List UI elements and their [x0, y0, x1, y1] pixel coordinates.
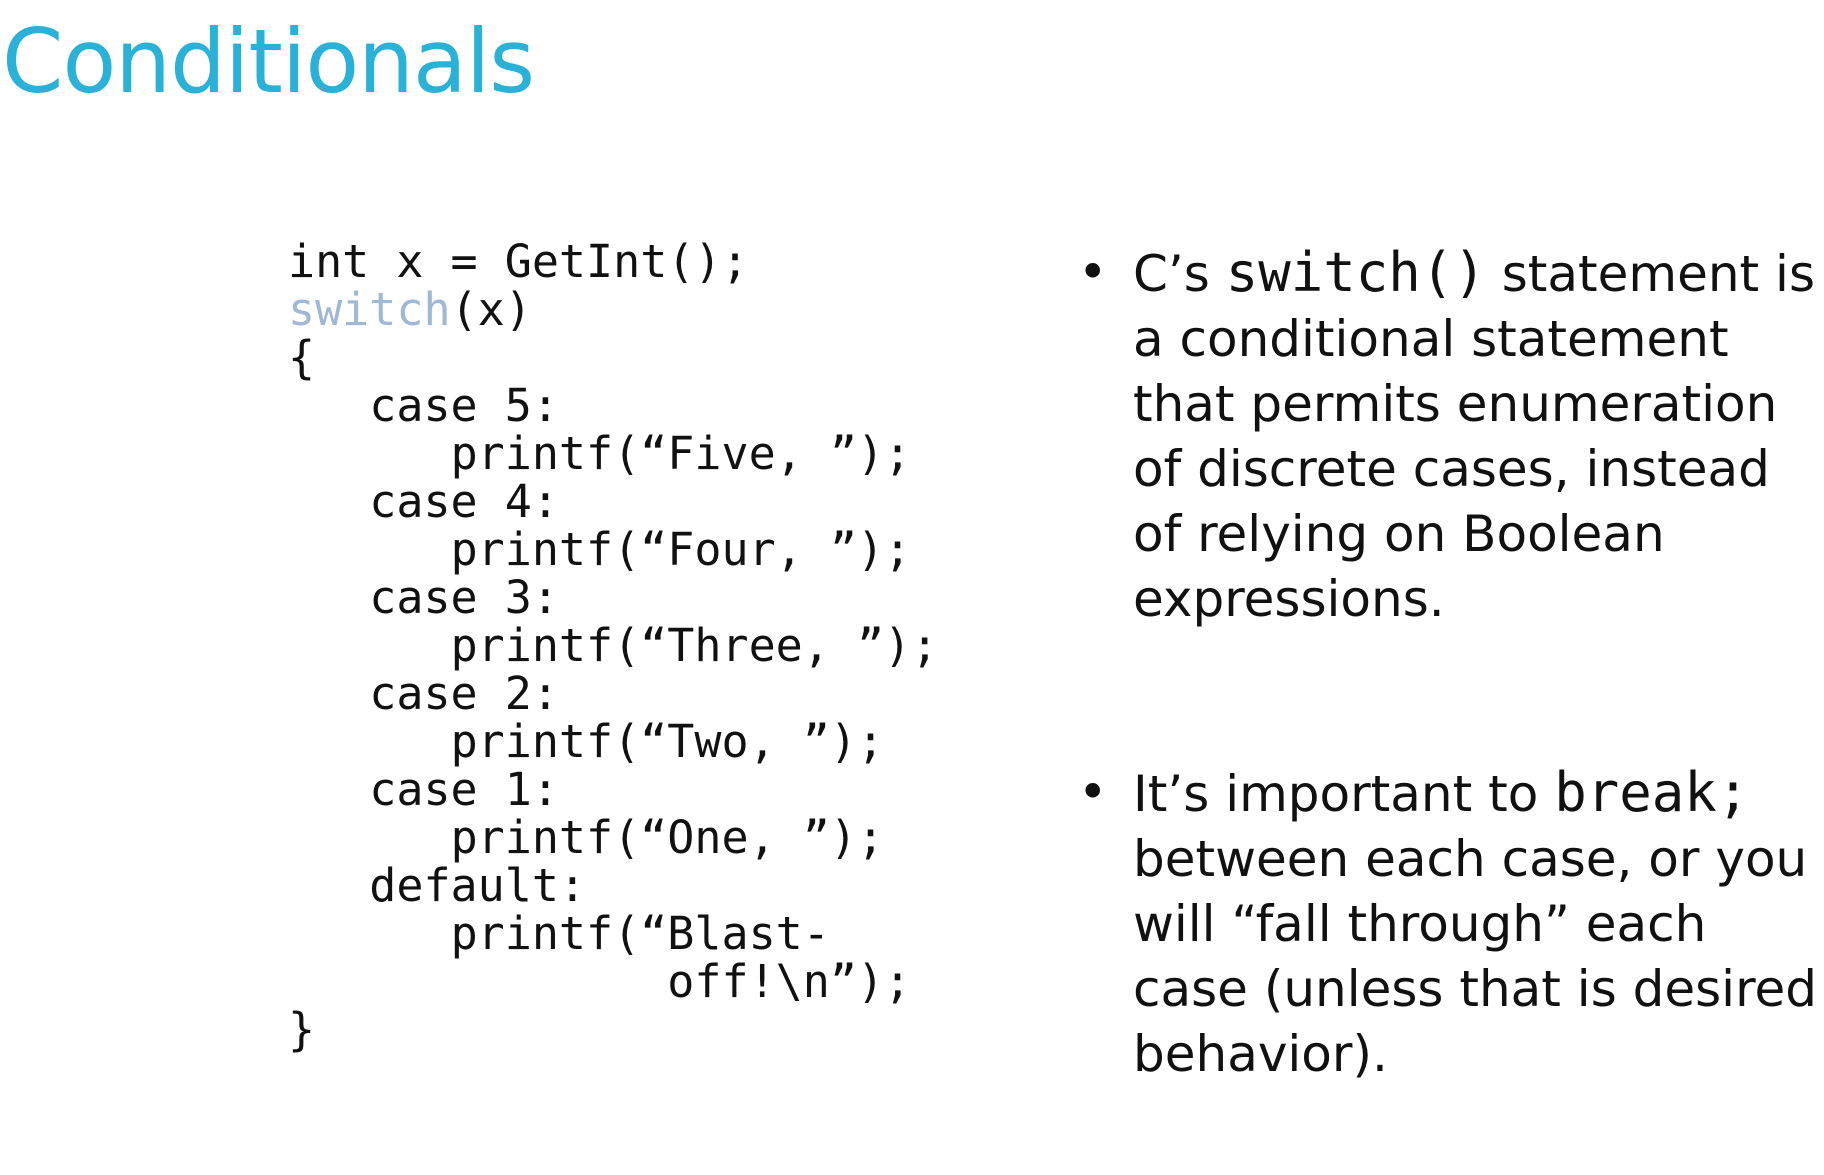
- code-line: switch(x): [288, 286, 938, 334]
- bullet-break-statement: It’s important to break; between each ca…: [1078, 760, 1818, 1087]
- code-text: int x = GetInt();: [288, 235, 749, 288]
- code-block: int x = GetInt();switch(x){ case 5: prin…: [288, 238, 938, 1054]
- code-line: }: [288, 1006, 938, 1054]
- code-line: case 4:: [288, 478, 938, 526]
- code-line: default:: [288, 862, 938, 910]
- code-indent: [288, 619, 451, 672]
- code-text: case 5:: [369, 379, 559, 432]
- code-line: printf(“Three, ”);: [288, 619, 939, 672]
- code-indent: [288, 907, 451, 960]
- bullet-text: C’s: [1133, 245, 1226, 303]
- code-line: case 1:: [288, 766, 938, 814]
- code-indent: [288, 811, 451, 864]
- code-keyword: switch: [288, 283, 451, 336]
- inline-code: break;: [1554, 761, 1750, 824]
- code-indent: [288, 955, 667, 1008]
- code-line: case 2:: [288, 670, 938, 718]
- code-line: printf(“One, ”);: [288, 814, 938, 862]
- code-text: printf(“Three, ”);: [450, 619, 939, 672]
- code-line: int x = GetInt();: [288, 238, 938, 286]
- code-indent: [288, 475, 369, 528]
- code-text: case 1:: [369, 763, 559, 816]
- code-line: printf(“Two, ”);: [288, 718, 938, 766]
- bullet-switch-statement: C’s switch() statement is a conditional …: [1078, 240, 1818, 632]
- code-text: (x): [450, 283, 532, 336]
- code-line: {: [288, 334, 938, 382]
- bullet-text: It’s important to: [1133, 765, 1555, 823]
- code-text: case 3:: [369, 571, 559, 624]
- code-text: case 2:: [369, 667, 559, 720]
- code-indent: [288, 763, 369, 816]
- code-line: printf(“Five, ”);: [288, 430, 938, 478]
- code-text: }: [288, 1003, 316, 1056]
- code-line: case 3:: [288, 574, 938, 622]
- code-text: printf(“Four, ”);: [450, 523, 912, 576]
- bullet-text: between each case, or you will “fall thr…: [1133, 830, 1818, 1083]
- code-text: off!\n”);: [667, 955, 912, 1008]
- code-text: printf(“Five, ”);: [450, 427, 912, 480]
- code-line: printf(“Blast-: [288, 910, 938, 958]
- code-text: case 4:: [369, 475, 559, 528]
- code-text: printf(“Two, ”);: [450, 715, 885, 768]
- code-indent: [288, 379, 369, 432]
- code-indent: [288, 523, 451, 576]
- code-text: printf(“One, ”);: [450, 811, 885, 864]
- code-line: printf(“Four, ”);: [288, 526, 938, 574]
- bullet-text: statement is a conditional statement tha…: [1133, 245, 1815, 628]
- code-text: default:: [369, 859, 587, 912]
- code-text: printf(“Blast-: [450, 907, 830, 960]
- code-indent: [288, 859, 369, 912]
- slide-title: Conditionals: [2, 10, 535, 113]
- code-indent: [288, 571, 369, 624]
- code-line: off!\n”);: [288, 958, 938, 1006]
- code-indent: [288, 667, 369, 720]
- code-indent: [288, 427, 451, 480]
- code-indent: [288, 715, 451, 768]
- bullet-list: C’s switch() statement is a conditional …: [1078, 240, 1818, 1087]
- code-line: case 5:: [288, 382, 938, 430]
- code-text: {: [288, 331, 316, 384]
- inline-code: switch(): [1225, 241, 1486, 304]
